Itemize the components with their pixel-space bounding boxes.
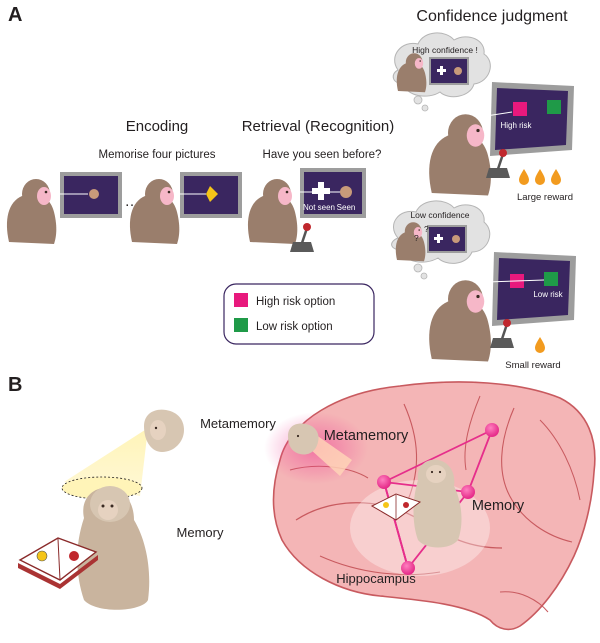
low-confidence-thought-bubble: ? ? Low confidence bbox=[391, 200, 491, 280]
open-book-left bbox=[18, 537, 98, 589]
low-confidence-text: Low confidence bbox=[410, 210, 469, 220]
high-confidence-monkey bbox=[429, 114, 491, 196]
large-reward-drops bbox=[519, 169, 561, 185]
legend: High risk option Low risk option bbox=[223, 283, 375, 345]
retrieval-title: Retrieval (Recognition) bbox=[242, 118, 395, 135]
high-confidence-thought-bubble: High confidence ! bbox=[392, 32, 491, 112]
encoding-screen-1 bbox=[54, 172, 122, 218]
question-mark-2: ? bbox=[414, 233, 419, 243]
high-confidence-screen: High risk bbox=[485, 82, 574, 156]
network-node bbox=[485, 423, 499, 437]
legend-swatch-low-risk bbox=[234, 318, 248, 332]
legend-label-low-risk: Low risk option bbox=[256, 321, 333, 333]
encoding-monkey-1 bbox=[6, 179, 57, 244]
panel-a-label: A bbox=[8, 4, 22, 26]
encoding-monkey-2 bbox=[129, 179, 180, 244]
memory-brain-label: Memory bbox=[472, 498, 525, 514]
memory-left-label: Memory bbox=[177, 525, 224, 540]
panel-b-label: B bbox=[8, 374, 22, 396]
legend-label-high-risk: High risk option bbox=[256, 296, 335, 308]
low-risk-screen-label: Low risk bbox=[533, 290, 563, 299]
network-node bbox=[461, 485, 475, 499]
low-risk-square bbox=[547, 100, 561, 114]
low-confidence-screen: Low risk bbox=[485, 252, 576, 326]
high-confidence-text: High confidence ! bbox=[412, 45, 478, 55]
legend-swatch-high-risk bbox=[234, 293, 248, 307]
question-mark-1: ? bbox=[424, 224, 429, 234]
retrieval-subtitle: Have you seen before? bbox=[263, 149, 382, 161]
metamemory-left-label: Metamemory bbox=[200, 416, 276, 431]
large-reward-text: Large reward bbox=[517, 192, 573, 203]
encoding-title: Encoding bbox=[126, 118, 189, 135]
confidence-title: Confidence judgment bbox=[416, 8, 568, 25]
retrieval-seen: Seen bbox=[337, 203, 356, 212]
encoding-screen-2 bbox=[174, 172, 242, 218]
hippocampus-node bbox=[401, 561, 415, 575]
open-book-brain bbox=[370, 493, 422, 521]
memory-monkey bbox=[77, 486, 150, 610]
hippocampus-label: Hippocampus bbox=[336, 571, 416, 586]
metamemory-monkey-small bbox=[144, 409, 184, 452]
brain-metamemory-monkey bbox=[288, 423, 319, 455]
retrieval-screen: Not seen Seen bbox=[294, 168, 366, 218]
retrieval-not-seen: Not seen bbox=[303, 203, 335, 212]
small-reward-text: Small reward bbox=[505, 360, 560, 371]
high-risk-screen-label: High risk bbox=[500, 121, 532, 130]
memory-network bbox=[377, 423, 499, 575]
brain-memory-monkey bbox=[413, 459, 462, 548]
high-risk-square bbox=[513, 102, 527, 116]
low-confidence-monkey bbox=[429, 280, 491, 362]
network-node bbox=[377, 475, 391, 489]
retrieval-monkey bbox=[247, 179, 298, 244]
metamemory-brain-label: Metamemory bbox=[324, 428, 409, 444]
small-reward-drop bbox=[535, 337, 545, 353]
encoding-subtitle: Memorise four pictures bbox=[99, 149, 216, 161]
